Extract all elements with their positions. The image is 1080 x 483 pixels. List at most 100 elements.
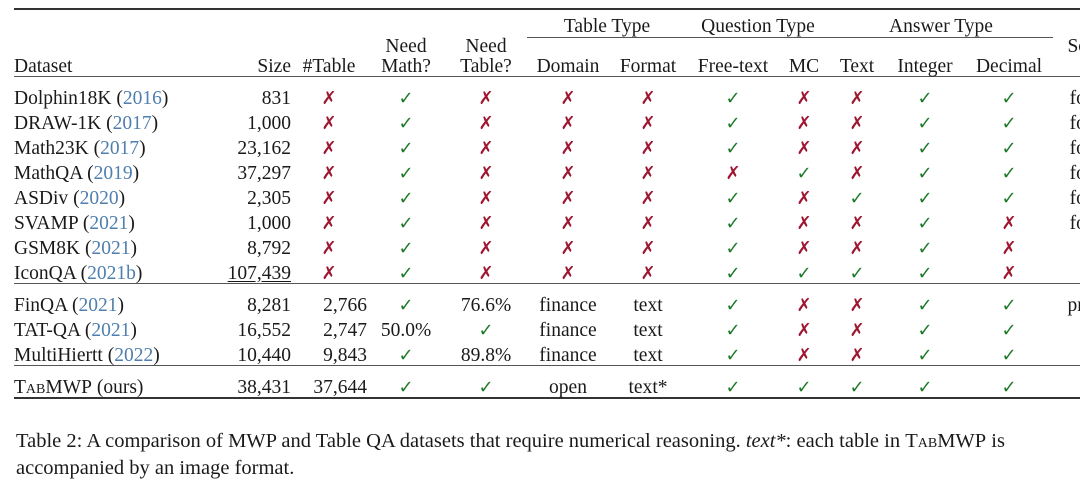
dataset-name-label: MathQA: [14, 162, 83, 184]
header-group-row: Table Type Question Type Answer Type: [14, 17, 1080, 38]
citation-year[interactable]: 2021: [91, 237, 131, 259]
caption-body-2: each table in: [796, 430, 901, 452]
cell-num-table: ✗: [291, 83, 367, 108]
size-value: 10,440: [237, 344, 291, 366]
cell-solution-type: ✗: [1053, 315, 1080, 340]
cross-icon: ✗: [796, 237, 812, 259]
citation-year[interactable]: 2017: [112, 112, 152, 134]
cross-icon: ✗: [478, 112, 494, 134]
cross-icon: ✗: [849, 162, 865, 184]
cell-domain: ✗: [527, 108, 609, 133]
citation-year[interactable]: 2016: [122, 87, 162, 109]
cell-free-text: ✓: [687, 208, 779, 233]
check-icon: ✓: [725, 376, 741, 398]
check-icon: ✓: [725, 212, 741, 234]
cross-icon: ✗: [796, 344, 812, 366]
cell-free-text: ✓: [687, 290, 779, 315]
cell-size: 831: [219, 83, 291, 108]
check-icon: ✓: [1001, 344, 1017, 366]
cross-icon: ✗: [560, 112, 576, 134]
dataset-name-label: SVAMP: [14, 212, 78, 234]
cross-icon: ✗: [478, 237, 494, 259]
figure-container: Table Type Question Type Answer Type Dat…: [14, 8, 1080, 479]
header-solution-line2: Type: [1053, 57, 1080, 77]
check-icon: ✓: [1001, 137, 1017, 159]
cell-need-math: 50.0%: [380, 319, 432, 341]
header-need-table: Need Table?: [445, 37, 527, 77]
size-value: 1,000: [247, 212, 291, 234]
cell-dataset-name: GSM8K (2021): [14, 237, 137, 259]
figure-caption: Table 2: A comparison of MWP and Table Q…: [14, 428, 1068, 483]
citation-year[interactable]: 2022: [114, 344, 154, 366]
cell-dataset-name: SVAMP (2021): [14, 212, 135, 234]
check-icon: ✓: [1001, 87, 1017, 109]
cross-icon: ✗: [478, 162, 494, 184]
size-value: 23,162: [237, 137, 291, 159]
cell-integer: ✓: [885, 183, 965, 208]
table-row: ASDiv (2020)2,305✗✓✗✗✗✓✗✓✓✓formula: [14, 183, 1080, 208]
citation-year[interactable]: 2021: [78, 294, 118, 316]
check-icon: ✓: [1001, 294, 1017, 316]
check-icon: ✓: [1001, 376, 1017, 398]
cell-dataset-name: Math23K (2017): [14, 137, 146, 159]
cell-need-table: 89.8%: [460, 344, 512, 366]
cross-icon: ✗: [478, 137, 494, 159]
table-row: MathQA (2019)37,297✗✓✗✗✗✗✓✗✓✓formula: [14, 158, 1080, 183]
cell-num-table: ✗: [291, 133, 367, 158]
citation-year[interactable]: 2017: [100, 137, 140, 159]
citation-year[interactable]: 2021: [91, 319, 131, 341]
cell-mc: ✓: [779, 372, 829, 398]
cell-solution-type: text: [1053, 233, 1080, 258]
dataset-name-label: MultiHiertt: [14, 344, 103, 366]
citation-year[interactable]: 2021: [89, 212, 129, 234]
cross-icon: ✗: [796, 112, 812, 134]
cross-icon: ✗: [640, 212, 656, 234]
check-icon: ✓: [796, 162, 812, 184]
cell-mc: ✗: [779, 290, 829, 315]
cell-integer: ✓: [885, 108, 965, 133]
check-icon: ✓: [917, 294, 933, 316]
check-icon: ✓: [917, 112, 933, 134]
check-icon: ✓: [398, 137, 414, 159]
cross-icon: ✗: [321, 262, 337, 284]
cell-domain: finance: [539, 294, 597, 316]
cell-decimal: ✗: [965, 208, 1053, 233]
caption-italic-term: text*: [745, 430, 786, 452]
check-icon: ✓: [725, 87, 741, 109]
check-icon: ✓: [398, 162, 414, 184]
table-row: Math23K (2017)23,162✗✓✗✗✗✓✗✗✓✓formula: [14, 133, 1080, 158]
table-bottom-rule: [14, 397, 1080, 406]
dataset-name-label: Dolphin18K: [14, 87, 112, 109]
cross-icon: ✗: [849, 137, 865, 159]
header-need-math: Need Math?: [367, 37, 445, 77]
citation-year[interactable]: 2021b: [87, 262, 136, 284]
citation-year[interactable]: 2019: [93, 162, 133, 184]
table-row: GSM8K (2021)8,792✗✓✗✗✗✓✗✗✓✗text: [14, 233, 1080, 258]
citation-year[interactable]: 2020: [79, 187, 119, 209]
cell-format: text: [633, 319, 663, 341]
cross-icon: ✗: [478, 187, 494, 209]
cell-solution-type: program: [1067, 294, 1080, 316]
cross-icon: ✗: [796, 137, 812, 159]
check-icon: ✓: [478, 376, 494, 398]
table-row: SVAMP (2021)1,000✗✓✗✗✗✓✗✗✓✗formula: [14, 208, 1080, 233]
cell-domain: ✗: [527, 133, 609, 158]
cell-decimal: ✓: [965, 315, 1053, 340]
cell-size: 1,000: [219, 108, 291, 133]
cell-format: ✗: [609, 108, 687, 133]
cell-solution-type: formula: [1069, 112, 1080, 134]
cross-icon: ✗: [478, 212, 494, 234]
cell-text: ✗: [829, 133, 885, 158]
cell-format: text: [633, 294, 663, 316]
cell-text: ✗: [829, 315, 885, 340]
check-icon: ✓: [398, 187, 414, 209]
cell-domain: ✗: [527, 258, 609, 284]
cell-free-text: ✓: [687, 372, 779, 398]
cell-need-math: ✓: [367, 340, 445, 366]
cell-decimal: ✓: [965, 83, 1053, 108]
cell-format: ✗: [609, 158, 687, 183]
cross-icon: ✗: [796, 319, 812, 341]
check-icon: ✓: [917, 187, 933, 209]
